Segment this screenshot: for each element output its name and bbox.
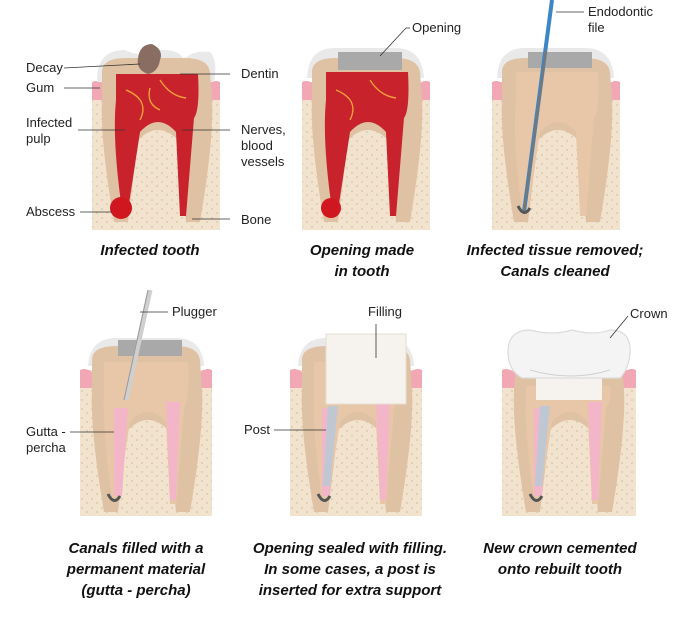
label-post: Post xyxy=(244,422,271,437)
label-opening: Opening xyxy=(412,20,462,35)
label-abscess: Abscess xyxy=(26,204,76,219)
label-endodontic-file: Endodontic file xyxy=(588,4,654,35)
decay-shape xyxy=(137,44,161,74)
cleaned-tooth-illustration xyxy=(492,0,620,230)
abscess-shape xyxy=(110,197,132,219)
filling-shape xyxy=(325,333,407,405)
plugger-shape xyxy=(123,290,153,401)
label-bone: Bone xyxy=(241,212,272,227)
caption-infected-tooth: Infected tooth xyxy=(100,242,200,259)
panel-opening-made: Opening Opening made in tooth xyxy=(230,0,462,310)
panel-infected-tooth: Decay Gum Infected pulp Abscess Dentin N… xyxy=(0,0,286,310)
opening-tooth-illustration xyxy=(302,27,430,230)
panel-canals-filled: Plugger Gutta - percha Canals filled wit… xyxy=(0,290,230,600)
gutta-percha-left xyxy=(114,408,128,496)
opening-cavity xyxy=(338,52,402,70)
panel-new-crown: Crown New crown cemented onto rebuilt to… xyxy=(460,290,689,600)
infected-pulp-shape xyxy=(114,74,199,216)
gutta-percha-right xyxy=(166,402,180,500)
caption-new-crown: New crown cemented onto rebuilt tooth xyxy=(483,540,637,578)
label-infected-pulp: Infected pulp xyxy=(26,115,73,146)
panel-opening-sealed: Filling Post Opening sealed with filling… xyxy=(230,290,460,600)
crown-tooth-illustration xyxy=(502,315,636,516)
label-filling: Filling xyxy=(368,304,402,319)
label-gum: Gum xyxy=(26,80,55,95)
filled-tooth-illustration xyxy=(70,290,212,516)
infected-tooth-illustration xyxy=(63,44,230,230)
label-decay: Decay xyxy=(26,60,63,75)
caption-canals-filled: Canals filled with a permanent material … xyxy=(66,540,206,599)
label-plugger: Plugger xyxy=(172,304,217,319)
label-dentin: Dentin xyxy=(241,66,279,81)
label-gutta-percha: Gutta - percha xyxy=(26,424,66,455)
caption-opening-sealed: Opening sealed with filling. In some cas… xyxy=(252,540,448,599)
caption-canals-cleaned: Infected tissue removed; Canals cleaned xyxy=(466,242,644,280)
crown-shape xyxy=(507,329,631,379)
sealed-tooth-illustration xyxy=(274,324,422,516)
caption-opening-made: Opening made in tooth xyxy=(309,242,415,280)
post-shape xyxy=(323,406,338,486)
label-nerves: Nerves, blood vessels xyxy=(241,122,286,169)
label-crown: Crown xyxy=(630,306,668,321)
nerve-lines xyxy=(125,79,187,121)
panel-canals-cleaned: Endodontic file Infected tissue removed;… xyxy=(460,0,689,310)
